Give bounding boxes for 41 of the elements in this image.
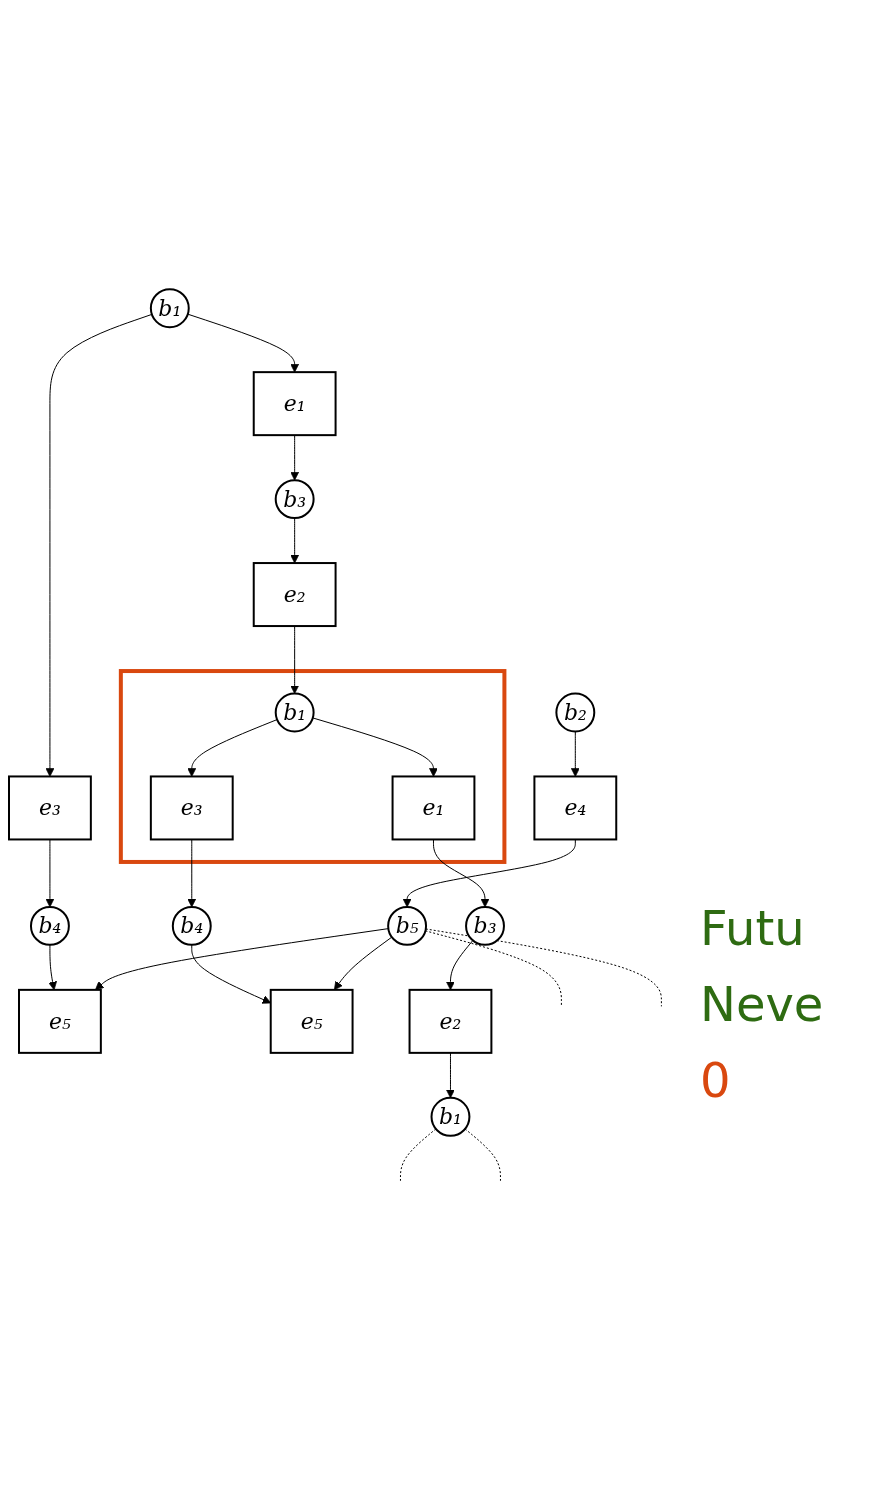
node-circle: b₃ (274, 479, 315, 520)
arrow (432, 838, 490, 908)
node-circle: b₃ (464, 905, 505, 946)
node-box: e₁ (252, 371, 337, 437)
node-circle: b₅ (386, 905, 427, 946)
cluster (118, 669, 507, 864)
node-box: e₃ (7, 775, 92, 841)
node-circle: b₂ (555, 692, 596, 733)
arrow (187, 313, 299, 373)
node-box: e₃ (149, 775, 234, 841)
arrow (187, 719, 278, 777)
node-box: e₂ (408, 988, 493, 1054)
arrow (290, 625, 299, 694)
node-box: e₄ (533, 775, 618, 841)
node-box: e₁ (391, 775, 476, 841)
arrow (570, 730, 580, 777)
arrow (402, 838, 576, 908)
node-box: e₂ (252, 562, 337, 628)
arrow (48, 944, 57, 991)
node-circle: b₄ (29, 905, 70, 946)
arrow (290, 434, 299, 481)
node-circle: b₄ (171, 905, 212, 946)
arrow (333, 936, 393, 991)
arrow (290, 517, 299, 564)
node-circle: b₁ (274, 692, 315, 733)
arrow (191, 944, 271, 1004)
arrow (187, 838, 196, 908)
arrow (94, 928, 389, 991)
handwritten-note: Futu (700, 900, 806, 956)
arrow (445, 1052, 455, 1099)
arrow (312, 717, 438, 777)
node-box: e₅ (17, 988, 102, 1054)
handwritten-note: Neve (700, 976, 825, 1032)
dashed-line (424, 930, 562, 1007)
node-box: e₅ (269, 988, 354, 1054)
handwritten-note: 0 (700, 1052, 732, 1108)
arrow (45, 313, 153, 777)
arrow (45, 838, 55, 908)
node-circle: b₁ (430, 1096, 471, 1137)
arrow (445, 939, 474, 991)
node-circle: b₁ (149, 288, 190, 329)
